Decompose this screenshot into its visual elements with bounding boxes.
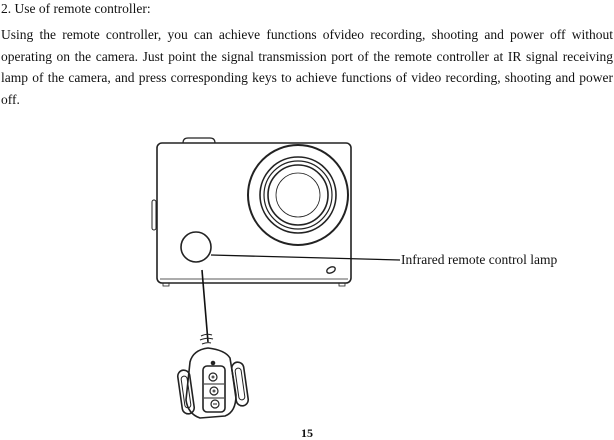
remote-icon: [176, 333, 250, 419]
infrared-lamp-callout-label: Infrared remote control lamp: [401, 252, 558, 267]
camera-icon: [151, 137, 352, 287]
callout-line: [210, 254, 401, 261]
section-heading: 2. Use of remote controller:: [1, 1, 151, 16]
page-number: 15: [301, 426, 313, 440]
instruction-paragraph: Using the remote controller, you can ach…: [1, 27, 613, 107]
signal-line: [201, 269, 209, 343]
